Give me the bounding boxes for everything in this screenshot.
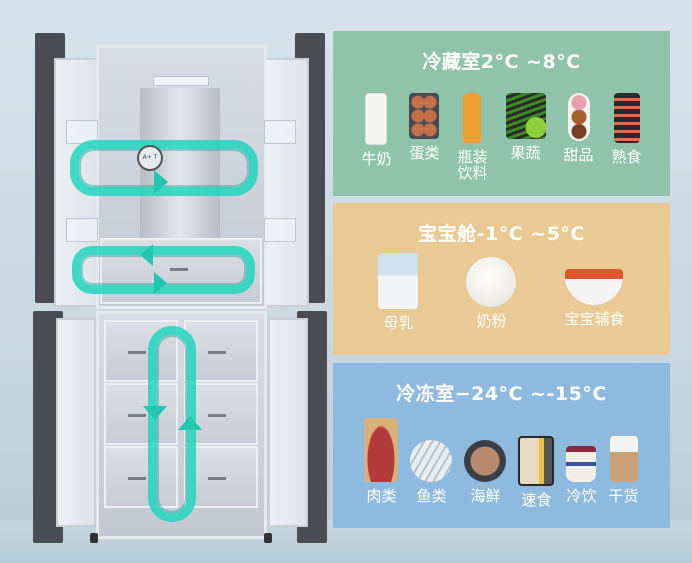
zone-items: 母乳 奶粉 宝宝辅食 — [333, 253, 670, 331]
zone-panel-fridge: 冷藏室2°C ~8°C 牛奶 蛋类 瓶装 饮料 果蔬 甜品 熟食 — [333, 31, 670, 196]
zone-items: 牛奶 蛋类 瓶装 饮料 果蔬 甜品 熟食 — [333, 93, 670, 181]
zone-items: 肉类 鱼类 海鲜 速食 冷饮 干货 — [333, 418, 670, 508]
drawer-label — [170, 268, 188, 271]
food-item-dry-goods: 干货 — [609, 418, 639, 508]
airflow-arrow-right-icon — [154, 170, 168, 194]
door-shelf-left-bottom — [66, 218, 98, 242]
drawer-label — [128, 477, 146, 480]
food-item-bottled-drinks: 瓶装 饮料 — [457, 93, 488, 181]
airflow-arrow-up-icon — [178, 416, 202, 430]
door-shelf-right-top — [264, 120, 296, 144]
food-item-meat: 肉类 — [364, 418, 399, 508]
egg-tray-icon — [409, 93, 440, 139]
milk-powder-icon — [466, 257, 517, 307]
airflow-arrow-left-icon — [140, 244, 153, 266]
food-item-instant-food: 速食 — [518, 418, 555, 508]
ceiling-light — [153, 76, 209, 86]
drawer-label — [208, 477, 226, 480]
freezer-drawer-right-3 — [184, 446, 258, 508]
control-knob: A+ T — [137, 145, 163, 171]
food-item-milk-powder: 奶粉 — [466, 253, 517, 331]
drawer-label — [208, 351, 226, 354]
food-item-seafood: 海鲜 — [464, 418, 507, 508]
dumpling-pack-icon — [518, 436, 555, 486]
food-item-produce: 果蔬 — [505, 93, 546, 181]
food-item-baby-food: 宝宝辅食 — [564, 253, 625, 331]
steak-board-icon — [364, 418, 399, 482]
vegetables-apple-icon — [505, 93, 546, 139]
freezer-drawer-right-1 — [184, 320, 258, 382]
juice-bottle-icon — [463, 93, 482, 143]
fridge-foot-left — [90, 533, 98, 543]
refrigerator-illustration: A+ T — [30, 28, 330, 548]
zone-title: 冷冻室−24°C ~-15°C — [396, 383, 607, 405]
shrimp-plate-icon — [464, 440, 507, 482]
fridge-foot-right — [264, 533, 272, 543]
door-shelf-right-bottom — [264, 218, 296, 242]
dry-goods-bag-icon — [609, 436, 638, 482]
donuts-icon — [567, 93, 590, 141]
breast-milk-bag-icon — [378, 253, 419, 309]
zone-panel-freezer: 冷冻室−24°C ~-15°C 肉类 鱼类 海鲜 速食 冷饮 干货 — [333, 363, 670, 528]
zone-title: 宝宝舱-1°C ~5°C — [418, 223, 585, 245]
drawer-label — [128, 414, 146, 417]
fish-plate-icon — [410, 440, 453, 482]
food-item-cooked-food: 熟食 — [612, 93, 642, 181]
zone-title: 冷藏室2°C ~8°C — [422, 51, 581, 73]
food-item-frozen-desserts: 冷饮 — [566, 418, 597, 508]
ice-cream-cup-icon — [566, 446, 597, 482]
lower-left-door-liner — [56, 318, 96, 527]
milk-carton-icon — [365, 93, 388, 145]
airflow-arrow-down-icon — [143, 406, 167, 420]
zone-panel-baby: 宝宝舱-1°C ~5°C 母乳 奶粉 宝宝辅食 — [333, 203, 670, 355]
food-item-fish: 鱼类 — [410, 418, 453, 508]
sushi-box-icon — [613, 93, 640, 143]
drawer-label — [128, 351, 146, 354]
food-item-milk: 牛奶 — [361, 93, 391, 181]
food-item-eggs: 蛋类 — [409, 93, 439, 181]
food-item-desserts: 甜品 — [564, 93, 594, 181]
drawer-label — [208, 414, 226, 417]
upper-right-door-liner — [265, 58, 309, 307]
baby-food-bowl-icon — [565, 269, 624, 305]
food-item-breast-milk: 母乳 — [378, 253, 419, 331]
airflow-arrow-right-icon — [154, 272, 167, 294]
lower-right-door-liner — [268, 318, 308, 527]
